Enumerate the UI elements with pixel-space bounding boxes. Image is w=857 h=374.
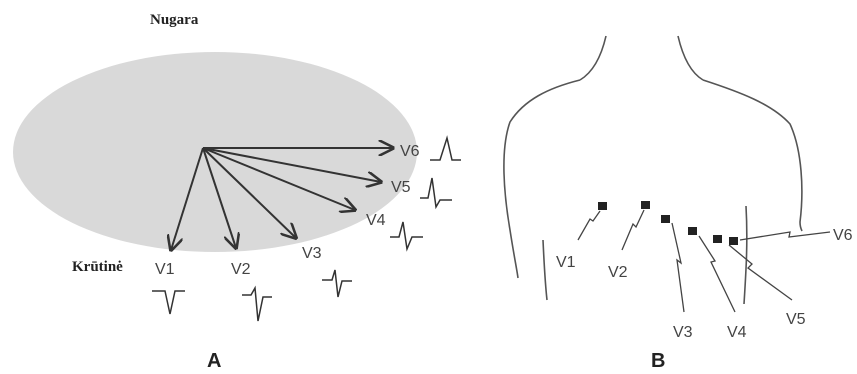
lead-label-v3: V3 xyxy=(673,324,693,341)
wire-v3 xyxy=(672,223,684,312)
wire-v4 xyxy=(699,236,735,312)
waveform-v3 xyxy=(322,270,352,297)
lead-label-v5: V5 xyxy=(786,311,806,328)
waveform-v1 xyxy=(152,291,185,314)
torso-outline xyxy=(504,36,802,304)
electrode-v2 xyxy=(641,201,650,209)
electrode-v5 xyxy=(713,235,722,243)
lead-label-v4: V4 xyxy=(366,212,386,229)
lead-label-v4: V4 xyxy=(727,324,747,341)
electrode-v1 xyxy=(598,202,607,210)
left-shoulder-arm xyxy=(504,80,580,278)
back-label: Nugara xyxy=(150,12,199,28)
lead-label-v1: V1 xyxy=(556,254,576,271)
waveform-v2 xyxy=(242,288,272,321)
neck-right xyxy=(678,36,703,80)
electrode-v6 xyxy=(729,237,738,245)
panel-b: V1 V2 V3 V4 V5 V6 B xyxy=(504,36,853,372)
lead-wires xyxy=(578,210,830,312)
lead-label-v5: V5 xyxy=(391,179,411,196)
lead-label-v6: V6 xyxy=(400,143,420,160)
electrodes xyxy=(598,201,738,245)
wire-v2 xyxy=(622,210,644,250)
wire-v6 xyxy=(740,232,830,240)
lead-label-v2: V2 xyxy=(231,261,251,278)
wire-v5 xyxy=(729,245,792,300)
waveform-v5 xyxy=(420,178,452,207)
electrode-v4 xyxy=(688,227,697,235)
chest-label: Krūtinė xyxy=(72,259,123,275)
right-shoulder-arm xyxy=(703,80,802,231)
neck-left xyxy=(580,36,606,80)
panel-a-label: A xyxy=(207,350,221,372)
lead-label-v3: V3 xyxy=(302,245,322,262)
right-flank xyxy=(744,206,747,304)
lead-label-v2: V2 xyxy=(608,264,628,281)
electrode-v3 xyxy=(661,215,670,223)
wire-v1 xyxy=(578,211,600,240)
lead-label-v6: V6 xyxy=(833,227,853,244)
panel-b-label: B xyxy=(651,350,665,372)
lead-label-v1: V1 xyxy=(155,261,175,278)
waveform-v6 xyxy=(430,138,461,160)
left-flank xyxy=(543,240,547,300)
waveform-v4 xyxy=(390,222,423,249)
panel-a: Nugara Krūtinė V1 V2 V3 V4 V5 V6 A xyxy=(13,12,461,372)
